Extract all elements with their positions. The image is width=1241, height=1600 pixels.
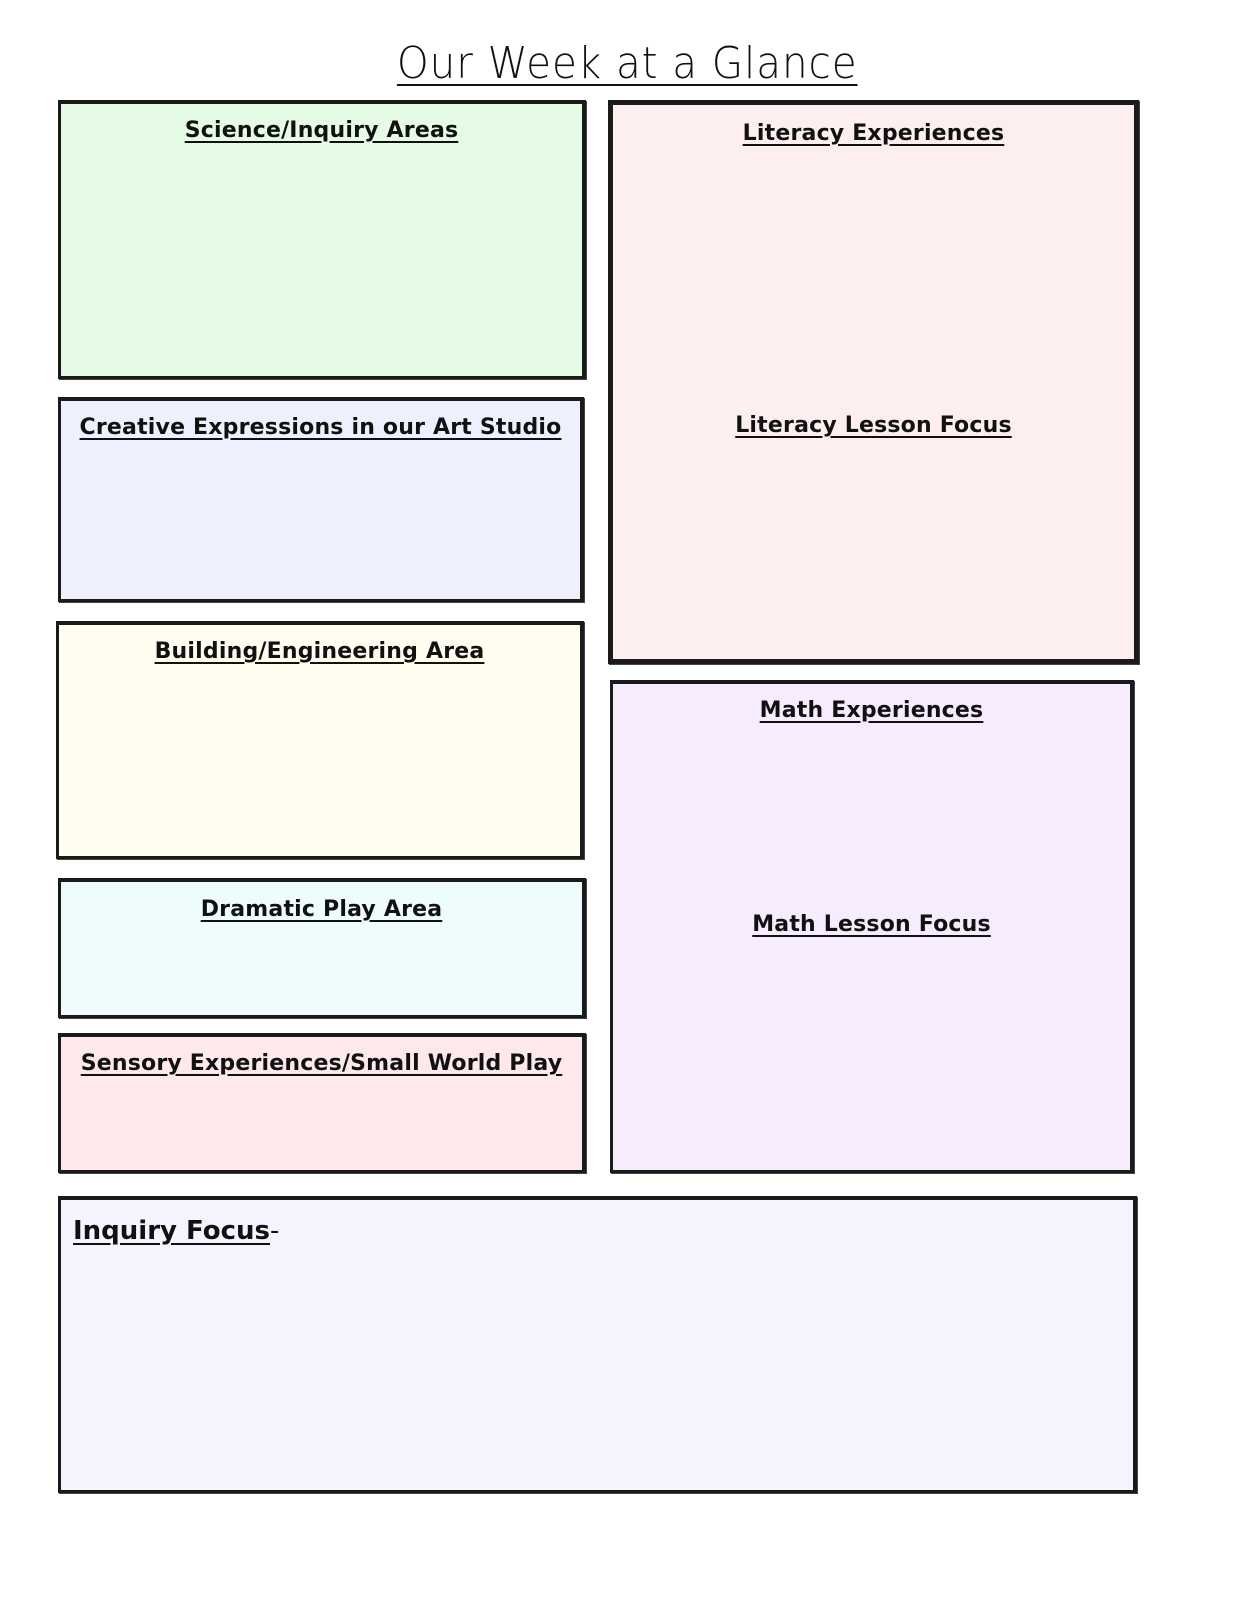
math-lesson-heading: Math Lesson Focus [752, 912, 991, 937]
science-heading: Science/Inquiry Areas [184, 118, 459, 143]
inquiry-dash: - [270, 1216, 280, 1246]
creative-box: Creative Expressions in our Art Studio [58, 397, 584, 602]
literacy-heading: Literacy Experiences [742, 121, 1005, 146]
building-box: Building/Engineering Area [56, 621, 584, 859]
dramatic-heading: Dramatic Play Area [200, 897, 443, 922]
creative-heading: Creative Expressions in our Art Studio [79, 415, 562, 440]
literacy-lesson-heading: Literacy Lesson Focus [735, 413, 1012, 438]
sensory-heading: Sensory Experiences/Small World Play [80, 1051, 563, 1076]
science-box: Science/Inquiry Areas [58, 100, 586, 379]
inquiry-heading: Inquiry Focus [73, 1216, 271, 1246]
page-title: Our Week at a Glance [396, 38, 858, 89]
math-box: Math Experiences Math Lesson Focus [610, 680, 1134, 1173]
math-heading: Math Experiences [759, 698, 984, 723]
inquiry-box: Inquiry Focus- [58, 1196, 1137, 1493]
dramatic-box: Dramatic Play Area [58, 878, 586, 1018]
sensory-box: Sensory Experiences/Small World Play [58, 1033, 586, 1173]
building-heading: Building/Engineering Area [154, 639, 485, 664]
literacy-box: Literacy Experiences Literacy Lesson Foc… [608, 100, 1139, 664]
